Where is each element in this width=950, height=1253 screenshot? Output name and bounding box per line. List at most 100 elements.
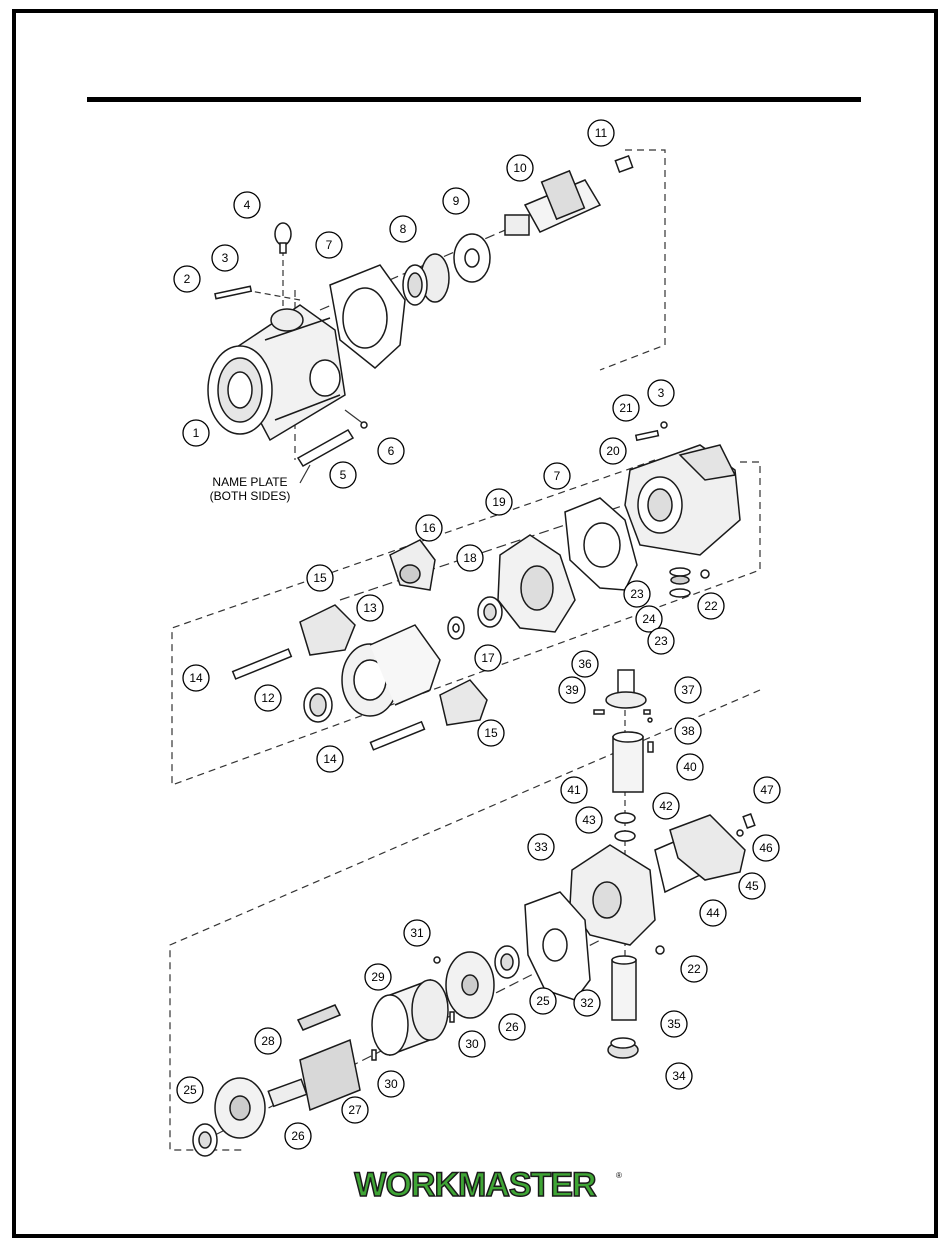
callout-23: 23 bbox=[648, 628, 674, 654]
part-47-screw bbox=[743, 814, 755, 828]
part-40-pin bbox=[648, 742, 653, 752]
part-15-hammer-upper bbox=[300, 605, 355, 655]
part-26-end-plate-lower bbox=[215, 1078, 265, 1138]
callout-41: 41 bbox=[561, 777, 587, 803]
callout-number: 10 bbox=[513, 161, 527, 175]
part-42-o-ring bbox=[615, 813, 635, 823]
callout-number: 23 bbox=[654, 634, 668, 648]
callout-number: 25 bbox=[536, 994, 550, 1008]
callout-3: 3 bbox=[648, 380, 674, 406]
title-rule bbox=[87, 97, 861, 102]
callout-number: 43 bbox=[582, 813, 596, 827]
callout-number: 8 bbox=[400, 222, 407, 236]
callout-number: 15 bbox=[484, 726, 498, 740]
part-25-bearing-lower bbox=[193, 1124, 217, 1156]
callout-number: 19 bbox=[492, 495, 506, 509]
callout-number: 14 bbox=[323, 752, 337, 766]
callout-number: 38 bbox=[681, 724, 695, 738]
callout-number: 31 bbox=[410, 926, 424, 940]
callout-3: 3 bbox=[212, 245, 238, 271]
callout-number: 17 bbox=[481, 651, 495, 665]
logo-text: WORKMASTER bbox=[354, 1166, 596, 1204]
part-35-throttle-valve bbox=[612, 956, 636, 1020]
callout-5: 5 bbox=[330, 462, 356, 488]
callout-number: 4 bbox=[244, 198, 251, 212]
callout-number: 34 bbox=[672, 1069, 686, 1083]
part-6-small-pin bbox=[361, 422, 367, 428]
callout-1: 1 bbox=[183, 420, 209, 446]
part-31-pin bbox=[434, 957, 440, 963]
callout-47: 47 bbox=[754, 777, 780, 803]
callout-number: 12 bbox=[261, 691, 275, 705]
callout-34: 34 bbox=[666, 1063, 692, 1089]
callout-22: 22 bbox=[698, 593, 724, 619]
callout-number: 22 bbox=[687, 962, 701, 976]
callout-36: 36 bbox=[572, 651, 598, 677]
callout-number: 15 bbox=[313, 571, 327, 585]
name-plate-label-line1: NAME PLATE bbox=[212, 475, 287, 489]
callout-21: 21 bbox=[613, 395, 639, 421]
callout-37: 37 bbox=[675, 677, 701, 703]
callout-number: 13 bbox=[363, 601, 377, 615]
callout-13: 13 bbox=[357, 595, 383, 621]
callout-number: 42 bbox=[659, 799, 673, 813]
callout-number: 3 bbox=[658, 386, 665, 400]
part-22-plug-upper bbox=[701, 570, 709, 578]
callout-number: 26 bbox=[291, 1129, 305, 1143]
part-1-motor-housing bbox=[208, 305, 345, 440]
part-41-valve-bushing bbox=[613, 732, 643, 792]
callout-26: 26 bbox=[285, 1123, 311, 1149]
callout-number: 7 bbox=[326, 238, 333, 252]
callout-number: 7 bbox=[554, 469, 561, 483]
callout-44: 44 bbox=[700, 900, 726, 926]
callout-number: 20 bbox=[606, 444, 620, 458]
callout-number: 27 bbox=[348, 1103, 362, 1117]
part-37-pin bbox=[644, 710, 650, 714]
callout-number: 24 bbox=[642, 612, 656, 626]
part-36-valve-stem bbox=[606, 670, 646, 708]
part-3-washer-right bbox=[661, 422, 667, 428]
callout-number: 47 bbox=[760, 783, 774, 797]
callout-number: 46 bbox=[759, 841, 773, 855]
callout-number: 22 bbox=[704, 599, 718, 613]
callout-39: 39 bbox=[559, 677, 585, 703]
part-19-end-plate bbox=[498, 535, 575, 632]
callout-7: 7 bbox=[544, 463, 570, 489]
callout-27: 27 bbox=[342, 1097, 368, 1123]
callout-6: 6 bbox=[378, 438, 404, 464]
part-30-pin-lower bbox=[372, 1050, 376, 1060]
part-23-snap-ring-lower bbox=[670, 589, 690, 597]
part-8-bearing-retainer bbox=[403, 254, 449, 305]
callout-11: 11 bbox=[588, 120, 614, 146]
callout-33: 33 bbox=[528, 834, 554, 860]
part-16-hammer bbox=[390, 540, 435, 590]
callout-number: 6 bbox=[388, 444, 395, 458]
callout-number: 5 bbox=[340, 468, 347, 482]
callout-number: 32 bbox=[580, 996, 594, 1010]
part-46-washer bbox=[737, 830, 743, 836]
callout-23: 23 bbox=[624, 581, 650, 607]
callout-31: 31 bbox=[404, 920, 430, 946]
callout-19: 19 bbox=[486, 489, 512, 515]
part-5-rod bbox=[298, 430, 353, 466]
part-15-hammer-lower bbox=[440, 680, 487, 725]
callout-number: 1 bbox=[193, 426, 200, 440]
callout-12: 12 bbox=[255, 685, 281, 711]
callout-number: 23 bbox=[630, 587, 644, 601]
part-23-snap-ring-upper bbox=[670, 568, 690, 576]
part-18-bearing bbox=[478, 597, 502, 627]
callout-number: 41 bbox=[567, 783, 581, 797]
callout-25: 25 bbox=[530, 988, 556, 1014]
callout-7: 7 bbox=[316, 232, 342, 258]
workmaster-logo: WORKMASTER ® bbox=[354, 1166, 622, 1204]
callout-16: 16 bbox=[416, 515, 442, 541]
part-25-bearing-upper bbox=[495, 946, 519, 978]
callout-number: 25 bbox=[183, 1083, 197, 1097]
part-21-bolt bbox=[636, 431, 659, 440]
callout-46: 46 bbox=[753, 835, 779, 861]
callout-number: 39 bbox=[565, 683, 579, 697]
callout-number: 18 bbox=[463, 551, 477, 565]
callout-9: 9 bbox=[443, 188, 469, 214]
callout-40: 40 bbox=[677, 754, 703, 780]
callout-number: 26 bbox=[505, 1020, 519, 1034]
